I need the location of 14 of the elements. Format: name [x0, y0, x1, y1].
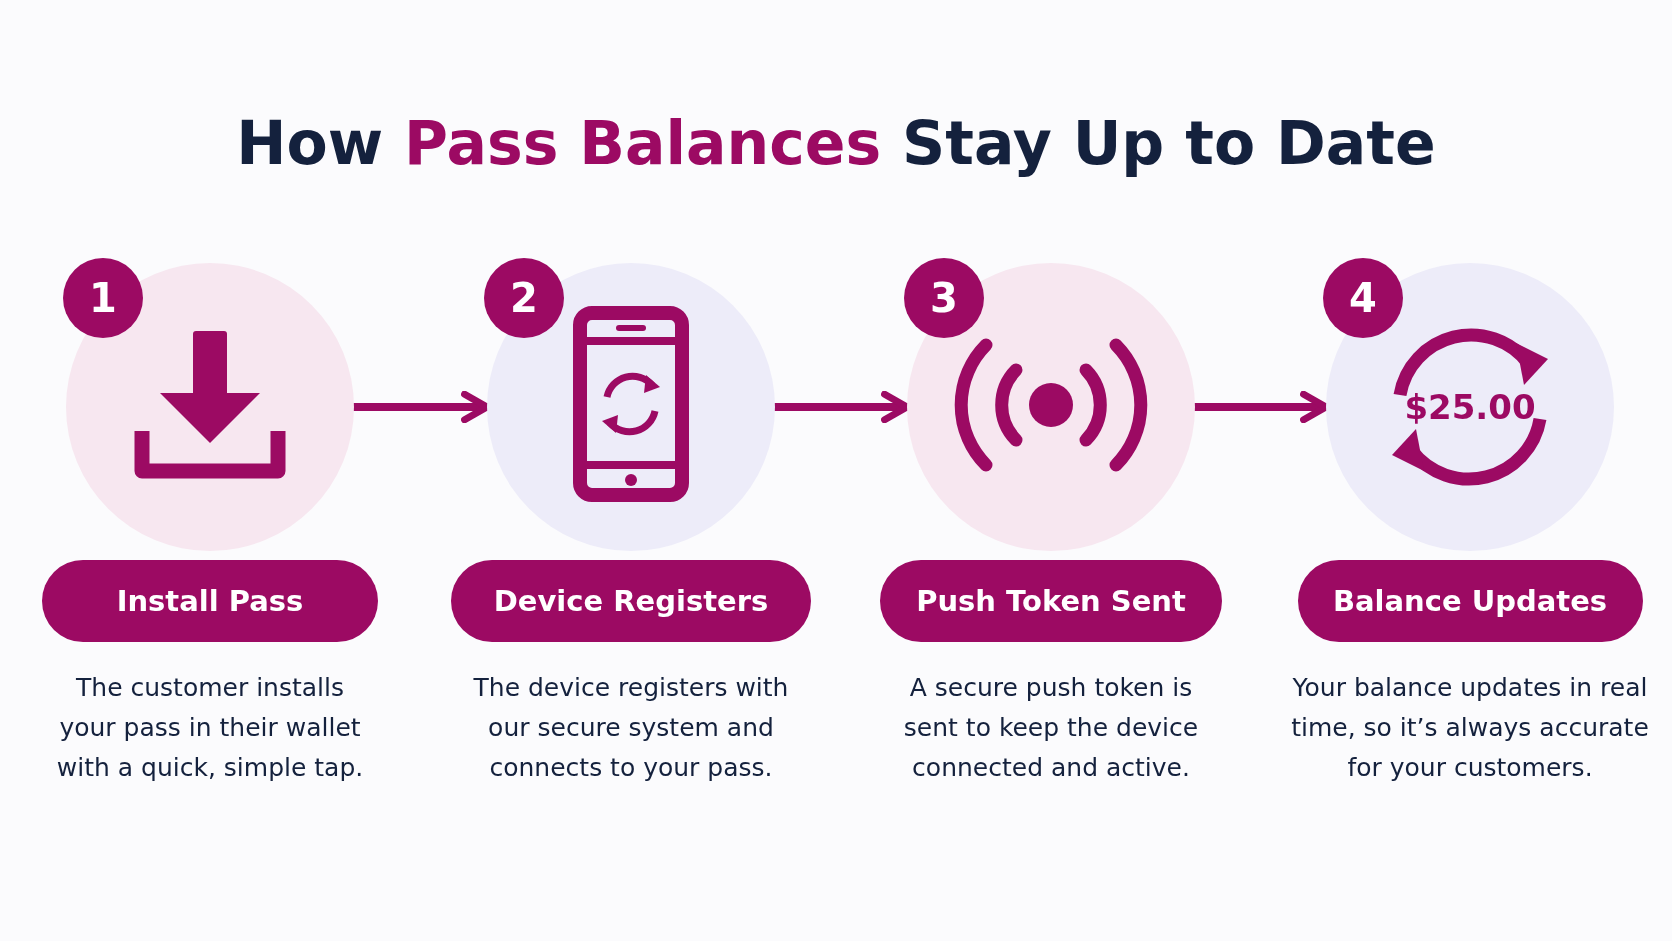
step-title-pill: Device Registers — [451, 560, 811, 642]
step-description: Your balance updates in real time, so it’s always accurate for your customers. — [1290, 672, 1650, 784]
balance-amount: $25.00 — [1403, 387, 1537, 427]
step-description: A secure push token is sent to keep the device connected and active. — [902, 672, 1200, 784]
step-number: 3 — [904, 258, 984, 338]
step-number: 2 — [484, 258, 564, 338]
step-description: The device registers with our secure system and connects to your pass. — [472, 672, 790, 784]
title: How Pass Balances Stay Up to Date — [235, 108, 1437, 178]
step-number: 4 — [1323, 258, 1403, 338]
step-title-pill: Install Pass — [42, 560, 378, 642]
step-description: The customer installs your pass in their wallet with a quick, simple tap. — [55, 672, 365, 784]
step-title-pill: Push Token Sent — [880, 560, 1222, 642]
step-title-pill: Balance Updates — [1297, 560, 1643, 642]
step-number: 1 — [63, 258, 143, 338]
